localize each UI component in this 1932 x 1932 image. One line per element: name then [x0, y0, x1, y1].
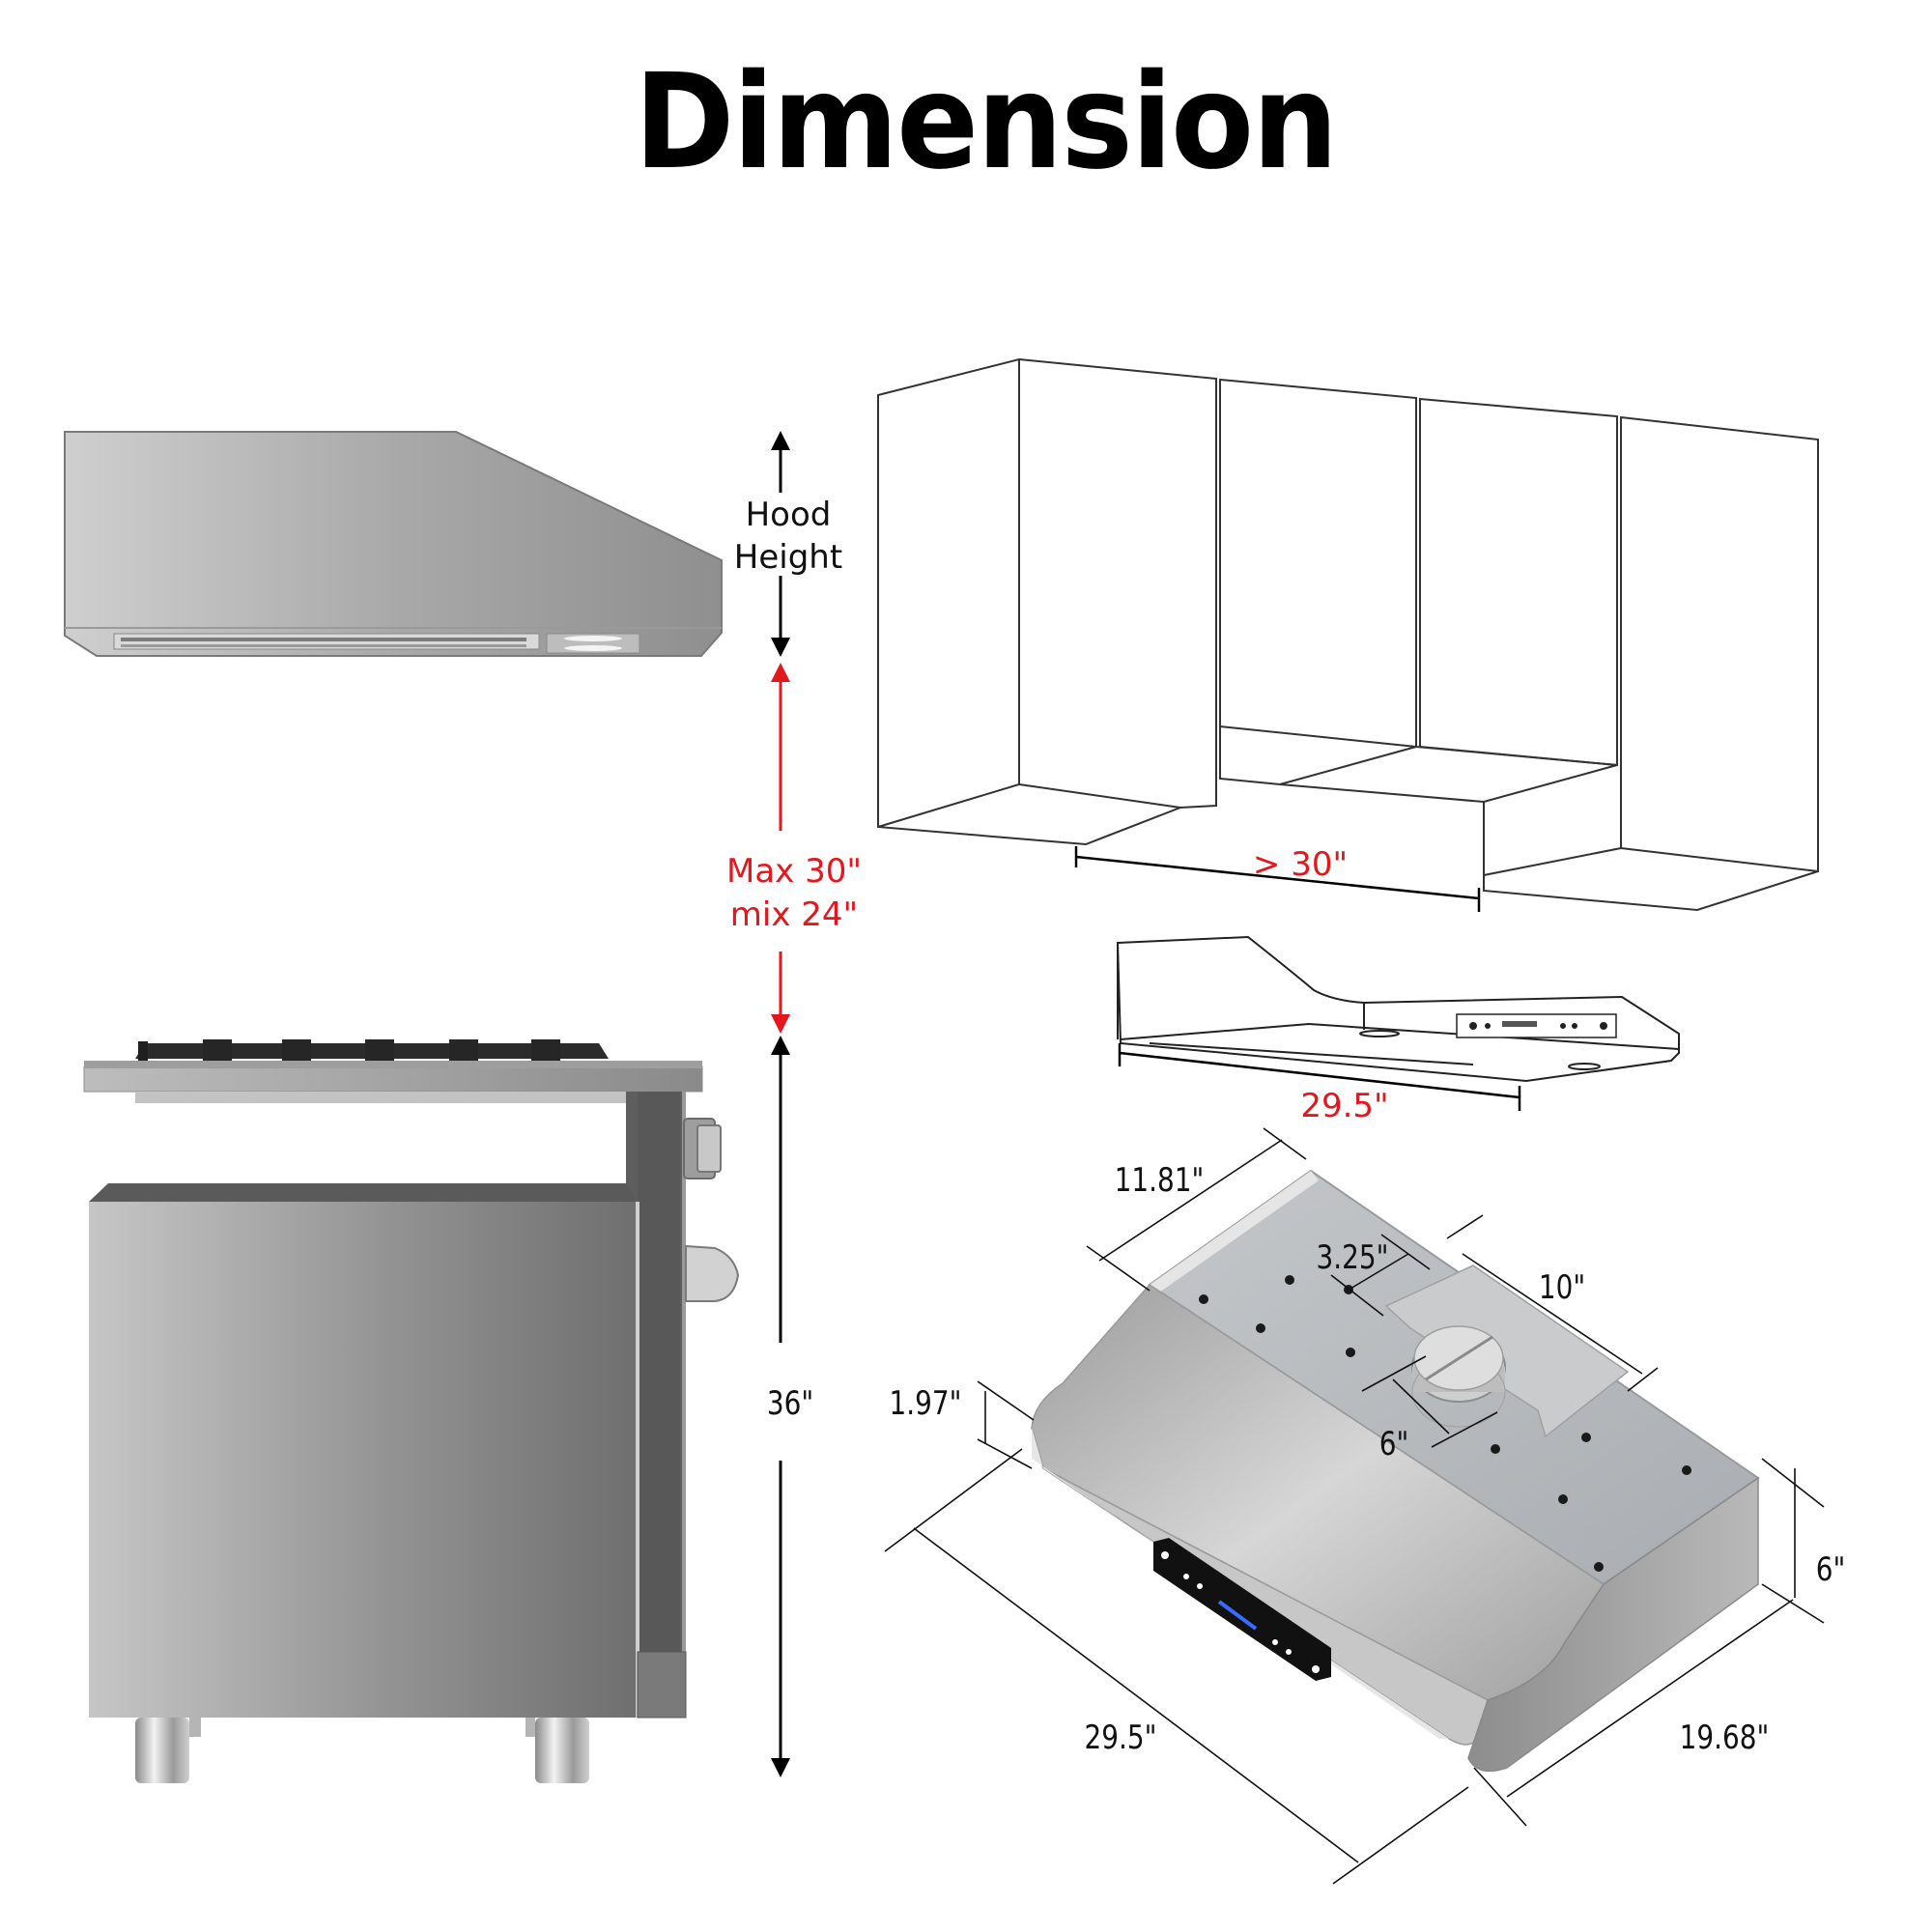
cabinet-line-drawing: [877, 357, 1819, 912]
hood-height-dimension: [771, 431, 790, 657]
hood-height-label-line2: Height: [733, 538, 843, 577]
side-hood-illustration: [64, 431, 723, 657]
back-height-label: 6": [1815, 1550, 1846, 1589]
hood-3d-illustration: [1031, 1169, 1760, 1773]
duct-offset-label: 3.25": [1316, 1238, 1389, 1277]
front-lip-label: 1.97": [889, 1384, 962, 1423]
clearance-min-label: mix 24": [729, 895, 859, 934]
hood-width-label: 29.5": [1084, 1719, 1157, 1757]
duct-plate-label: 10": [1538, 1268, 1586, 1307]
middle-hood-width-dimension: [1118, 1043, 1521, 1111]
hood-3d-dimension-lines: [884, 1127, 1825, 1885]
middle-hood-line-drawing: [1116, 935, 1680, 1083]
hood-height-label-line1: Hood: [745, 496, 832, 534]
range-height-dimension: [771, 1036, 790, 1777]
clearance-max-label: Max 30": [725, 852, 863, 891]
clearance-dimension: [771, 663, 790, 1034]
duct-diameter-label: 6": [1378, 1425, 1409, 1463]
range-illustration: [83, 1039, 740, 1783]
hood-depth-label: 19.68": [1679, 1719, 1770, 1757]
middle-hood-width-label: 29.5": [1300, 1087, 1389, 1125]
page-title: Dimension: [634, 46, 1339, 199]
opening-width-dimension: [1074, 846, 1481, 912]
range-height-label: 36": [766, 1384, 814, 1423]
top-depth-label: 11.81": [1114, 1161, 1205, 1200]
opening-width-label: > 30": [1252, 845, 1349, 884]
